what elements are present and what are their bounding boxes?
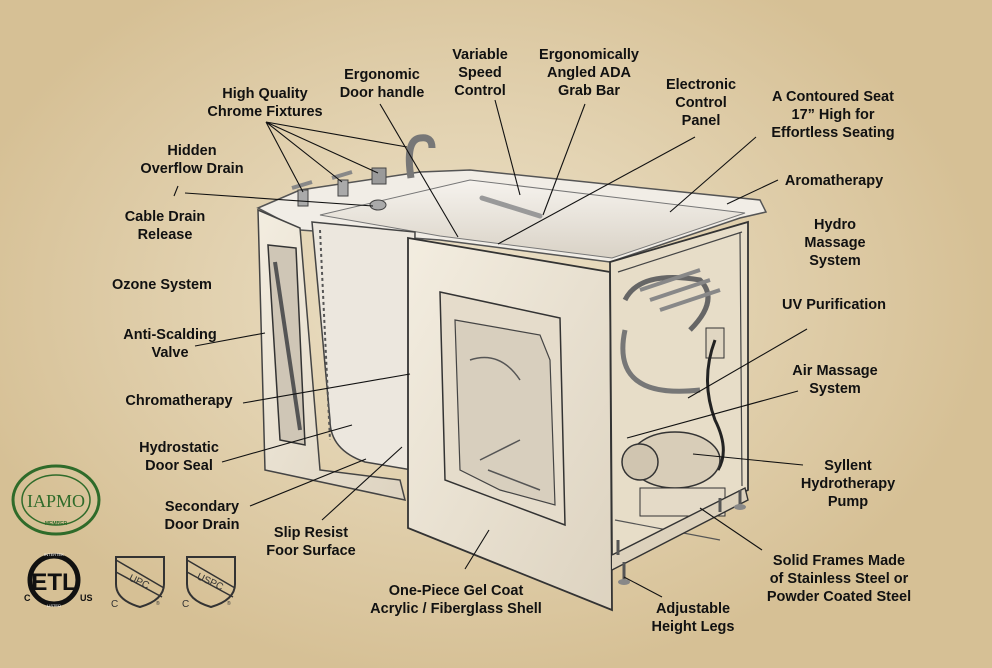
label-speed-control: Variable Speed Control xyxy=(440,46,520,100)
label-text: Cable Drain Release xyxy=(124,209,206,243)
label-slip-resist: Slip Resist Foor Surface xyxy=(256,524,366,560)
label-aromatherapy: Aromatherapy xyxy=(776,172,892,190)
label-door-handle: Ergonomic Door handle xyxy=(322,66,442,102)
label-text: UV Purification xyxy=(782,297,886,313)
label-grab-bar: Ergonomically Angled ADA Grab Bar xyxy=(526,46,652,100)
label-chrome-fixtures: High Quality Chrome Fixtures xyxy=(182,85,348,121)
label-pump: Syllent Hydrotherapy Pump xyxy=(790,457,906,511)
label-overflow-drain: Hidden Overflow Drain xyxy=(132,142,252,178)
label-text: Solid Frames Made of Stainless Steel or … xyxy=(766,553,912,605)
label-text: Chromatherapy xyxy=(125,393,233,409)
label-text: Anti-Scalding Valve xyxy=(123,327,217,361)
label-text: Adjustable Height Legs xyxy=(651,601,735,635)
label-text: Secondary Door Drain xyxy=(164,499,240,533)
label-text: Electronic Control Panel xyxy=(665,77,737,129)
label-text: Ozone System xyxy=(112,277,212,293)
label-legs: Adjustable Height Legs xyxy=(638,600,748,636)
label-contoured-seat: A Contoured Seat 17” High for Effortless… xyxy=(758,88,908,142)
label-chromatherapy: Chromatherapy xyxy=(112,392,246,410)
access-opening xyxy=(454,319,556,506)
label-control-panel: Electronic Control Panel xyxy=(656,76,746,130)
label-text: A Contoured Seat 17” High for Effortless… xyxy=(771,89,895,141)
leader-lines xyxy=(173,99,808,598)
label-text: Air Massage System xyxy=(792,363,878,397)
label-text: Slip Resist Foor Surface xyxy=(266,525,356,559)
label-hydro-massage: Hydro Massage System xyxy=(790,216,880,270)
label-text: Variable Speed Control xyxy=(452,47,508,99)
label-secondary-drain: Secondary Door Drain xyxy=(152,498,252,534)
label-air-massage: Air Massage System xyxy=(780,362,890,398)
label-uv: UV Purification xyxy=(772,296,896,314)
label-frames: Solid Frames Made of Stainless Steel or … xyxy=(754,552,924,606)
label-text: Hydro Massage System xyxy=(804,217,866,269)
label-text: High Quality Chrome Fixtures xyxy=(207,86,323,120)
grab-bar xyxy=(479,195,543,219)
label-text: Hidden Overflow Drain xyxy=(140,143,244,177)
label-door-seal: Hydrostatic Door Seal xyxy=(124,439,234,475)
label-shell: One-Piece Gel Coat Acrylic / Fiberglass … xyxy=(356,582,556,618)
label-anti-scalding: Anti-Scalding Valve xyxy=(110,326,230,362)
tub-interior xyxy=(319,179,746,259)
label-text: Ergonomically Angled ADA Grab Bar xyxy=(539,47,639,99)
label-text: Aromatherapy xyxy=(784,173,884,189)
label-text: Hydrostatic Door Seal xyxy=(139,440,219,474)
label-ozone: Ozone System xyxy=(102,276,222,294)
label-text: Syllent Hydrotherapy Pump xyxy=(800,458,896,510)
chrome-fixtures xyxy=(291,134,436,211)
label-cable-drain: Cable Drain Release xyxy=(112,208,218,244)
label-text: One-Piece Gel Coat Acrylic / Fiberglass … xyxy=(370,583,542,617)
label-text: Ergonomic Door handle xyxy=(339,67,425,101)
door-opening xyxy=(311,221,416,471)
